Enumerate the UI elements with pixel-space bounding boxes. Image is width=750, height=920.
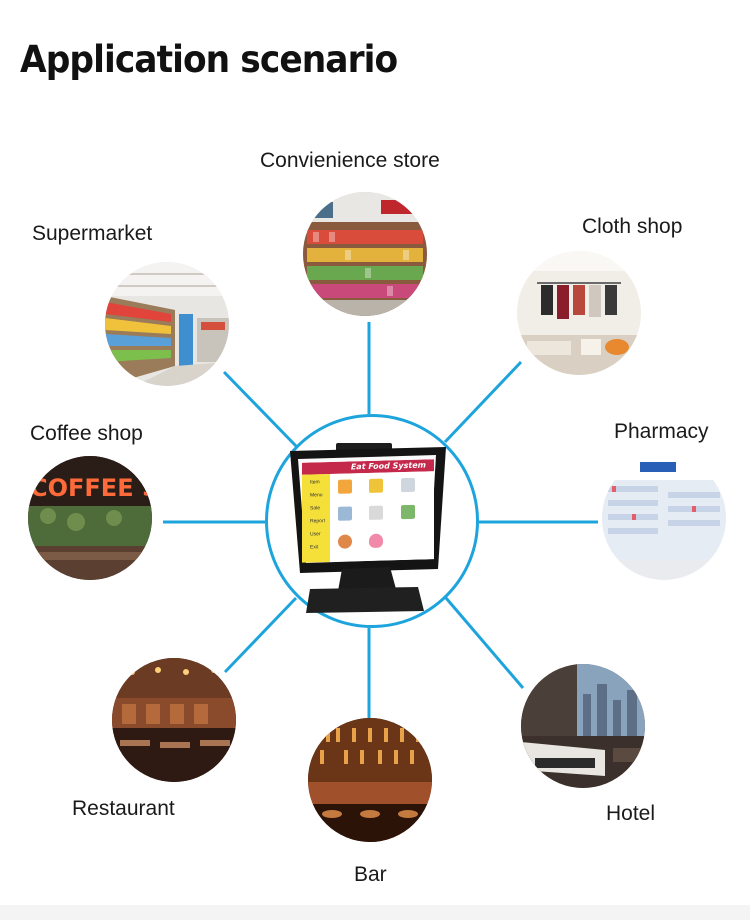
label-cloth-shop: Cloth shop bbox=[582, 215, 683, 238]
label-supermarket: Supermarket bbox=[32, 222, 153, 245]
label-restaurant: Restaurant bbox=[72, 797, 175, 820]
label-bar: Bar bbox=[354, 863, 387, 886]
label-convenience-store: Convienience store bbox=[260, 149, 440, 172]
label-pharmacy: Pharmacy bbox=[614, 420, 709, 443]
restaurant-image bbox=[112, 658, 236, 782]
svg-text:COFFEE SHO: COFFEE SHO bbox=[30, 474, 152, 502]
pos-screen: Eat Food System Item Menu Sale Report Us… bbox=[302, 459, 434, 563]
pos-menu-item[interactable]: Menu bbox=[310, 492, 323, 499]
pos-menu-item[interactable]: Sale bbox=[310, 505, 321, 512]
bottom-band bbox=[0, 905, 750, 920]
pos-menu-item[interactable]: Exit bbox=[310, 544, 319, 551]
pos-tile-icon[interactable] bbox=[338, 534, 352, 549]
connector-supermarket bbox=[222, 370, 298, 448]
convenience-store-image bbox=[303, 192, 427, 316]
pos-tile-icon[interactable] bbox=[369, 505, 384, 521]
pos-tile-icon[interactable] bbox=[369, 478, 384, 493]
pos-menu-item[interactable]: User bbox=[310, 531, 321, 538]
pos-tile-icon[interactable] bbox=[400, 477, 415, 493]
supermarket-image bbox=[105, 262, 229, 386]
connector-hotel bbox=[444, 597, 525, 689]
pos-tile-icon[interactable] bbox=[338, 479, 352, 494]
connector-restaurant bbox=[223, 596, 298, 674]
pos-tile-icon[interactable] bbox=[338, 506, 352, 522]
bar-image bbox=[308, 718, 432, 842]
hub-circle: Eat Food System Item Menu Sale Report Us… bbox=[265, 414, 479, 628]
pos-menu-item[interactable]: Report bbox=[310, 518, 326, 525]
page-title: Application scenario bbox=[20, 38, 398, 81]
pos-tile-icon[interactable] bbox=[369, 533, 384, 548]
cloth-shop-image bbox=[517, 251, 641, 375]
coffee-shop-image: COFFEE SHO bbox=[28, 456, 152, 580]
label-coffee-shop: Coffee shop bbox=[30, 422, 143, 445]
pos-menu-item[interactable]: Item bbox=[310, 479, 320, 486]
hotel-image bbox=[521, 664, 645, 788]
pharmacy-image bbox=[602, 456, 726, 580]
pos-tile-icon[interactable] bbox=[400, 532, 415, 547]
pos-icon-grid bbox=[330, 471, 434, 562]
connector-cloth-shop bbox=[443, 360, 523, 444]
label-hotel: Hotel bbox=[606, 802, 656, 825]
pos-tile-icon[interactable] bbox=[400, 505, 415, 520]
pos-sidebar-menu: Item Menu Sale Report User Exit bbox=[302, 473, 330, 563]
